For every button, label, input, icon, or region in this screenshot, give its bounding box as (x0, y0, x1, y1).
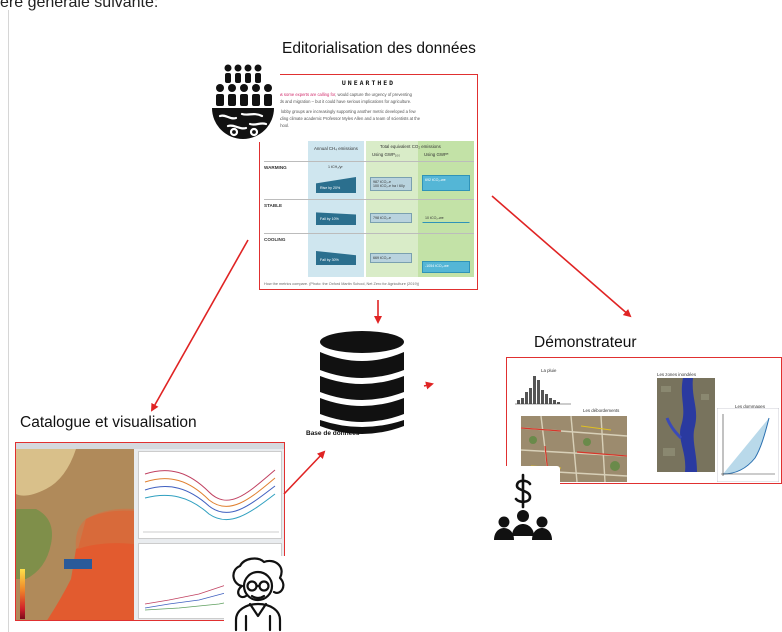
row-label-stable: STABLE (264, 203, 283, 208)
arrow-database-to-demonstrator (423, 381, 434, 390)
database-label: Base de données (306, 430, 360, 437)
header-ch4: Annual CH₄ emissions (314, 146, 358, 151)
doc-line-5: artin School. (266, 123, 290, 128)
panel-rain-title: La pluie (541, 368, 557, 373)
database-icon (306, 326, 418, 442)
flooded-zones-map (657, 378, 715, 472)
metrics-table: Annual CH₄ emissions Total equivalent CO… (264, 141, 474, 277)
bar-stable (316, 212, 356, 225)
seasonal-chart-panel (138, 451, 282, 539)
climate-map (16, 449, 134, 620)
row-separator (264, 161, 474, 162)
value-stable-gwp100: 798 tCO₂-e (370, 213, 412, 223)
doc-line-3: ndustry lobby groups are increasingly su… (266, 109, 416, 114)
bar-cooling (316, 251, 356, 265)
arrow-catalogue-to-database (283, 450, 326, 495)
rain-histogram (515, 376, 571, 405)
catalogue-screenshot (15, 442, 285, 621)
value-stable-gwpstar: 10 tCO₂-we (422, 213, 470, 223)
unearthed-logo: UNEARTHED (341, 79, 396, 87)
editorial-label: Editorialisation des données (282, 40, 476, 57)
row-separator (264, 199, 474, 200)
arrow-editorial-to-demonstrator (491, 195, 632, 318)
intro-text: ère générale suivante: (0, 0, 159, 11)
panel-damage-title: Les dommages (735, 404, 766, 409)
doc-line-2: es, floods and migration – but it could … (266, 99, 412, 104)
value-cooling-gwp100: 669 tCO₂-e (370, 253, 412, 263)
bar-label-cooling: Fall by 30% (320, 258, 339, 262)
annotation: 1 tCH₄/yr (328, 165, 343, 169)
value-warming-gwpstar: 692 tCO₂-we (422, 175, 470, 191)
gwpstar-column (418, 141, 474, 277)
header-total: Total equivalent CO₂ emissions (380, 144, 441, 149)
bar-label-warming: Rise by 20% (320, 186, 341, 190)
left-margin-rule (8, 10, 9, 632)
scientist-icon (224, 556, 292, 632)
row-separator (264, 233, 474, 234)
damage-chart (717, 408, 779, 482)
community-crowd-icon (206, 58, 280, 142)
editorial-screenshot: UNEARTHED IPCC, as some experts are call… (259, 74, 478, 290)
doc-line-1: IPCC, as some experts are calling for, w… (266, 92, 412, 97)
row-label-warming: WARMING (264, 165, 287, 170)
catalogue-label: Catalogue et visualisation (20, 414, 197, 431)
demonstrator-label: Démonstrateur (534, 334, 637, 351)
demonstrator-screenshot: La pluie Les débordements Les zones inon… (506, 357, 782, 484)
row-label-cooling: COOLING (264, 237, 286, 242)
panel-overflow-title: Les débordements (583, 408, 620, 413)
highlighted-phrase: as some experts are calling for (278, 92, 336, 97)
subheader-gwp100: Using GWP₁₀₀ (372, 152, 401, 157)
bar-label-stable: Fall by 10% (320, 217, 339, 221)
figure-caption: How the metrics compare. (Photo: the Oxf… (264, 282, 420, 286)
arrow-editorial-to-catalogue (151, 239, 249, 412)
doc-line-4: s by leading climate academic Professor … (266, 116, 421, 121)
app-toolbar (16, 443, 284, 449)
subheader-gwpstar: Using GWP* (424, 152, 449, 157)
panel-flooded-title: Les zones inondées (657, 372, 697, 377)
value-cooling-gwpstar: -1054 tCO₂-we (422, 261, 470, 273)
investors-dollar-icon (486, 466, 560, 550)
